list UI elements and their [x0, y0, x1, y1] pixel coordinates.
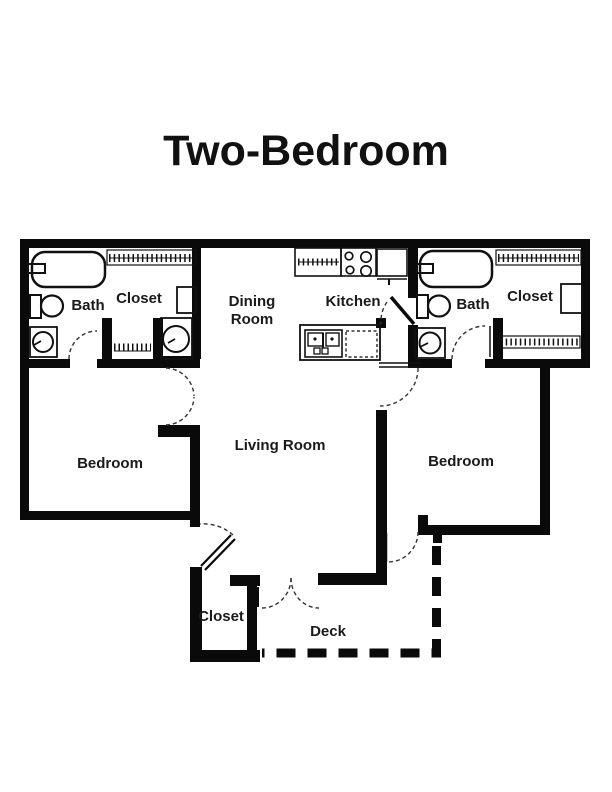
sink-left-icon: [29, 326, 58, 358]
shelf-left-icon: [176, 286, 197, 314]
deck-door-arc: [387, 531, 419, 563]
kitchen-door-leaf: [389, 295, 416, 326]
room-label-deck: Deck: [310, 623, 347, 640]
linen-niche-icon: [114, 343, 151, 352]
bath-left-door-arc: [68, 330, 98, 360]
entry-door-arc: [199, 523, 234, 536]
french-door-arc-left: [261, 577, 292, 609]
door-swing-arcs: [68, 301, 486, 609]
toilet-left-icon: [29, 294, 65, 319]
room-label-living-room: Living Room: [235, 437, 326, 454]
stove-icon: [340, 247, 377, 278]
room-label-closet-right: Closet: [507, 288, 553, 305]
dishwasher-icon: [345, 330, 378, 358]
bathtub-right-icon: [416, 249, 494, 289]
bath-right-door-arc: [451, 325, 486, 360]
closet-rod-right-bottom-icon: [498, 335, 581, 349]
room-label-bedroom-left: Bedroom: [77, 455, 143, 472]
door-leaves: [200, 295, 416, 607]
room-label-kitchen: Kitchen: [325, 293, 380, 310]
shelf-right-icon: [560, 283, 583, 314]
room-label-dining-line2: Room: [231, 311, 274, 328]
deck-boundary: [262, 546, 441, 658]
kitchen-sink-icon: [299, 324, 381, 361]
room-label-bath-left: Bath: [71, 297, 104, 314]
room-label-closet-left: Closet: [116, 290, 162, 307]
toilet-right-icon: [416, 294, 452, 319]
kitchen-door-arc: [380, 301, 388, 325]
bedroom-left-door-arc-bottom: [165, 396, 195, 426]
french-door-arc-right: [290, 577, 320, 609]
room-label-closet-entry: Closet: [198, 608, 244, 625]
room-labels: Bath Closet Dining Room Kitchen Bath Clo…: [71, 288, 553, 640]
room-label-bedroom-right: Bedroom: [428, 453, 494, 470]
closet-rod-left-icon: [106, 249, 197, 266]
bedroom-right-door-arc: [379, 367, 419, 407]
outer-walls: [20, 239, 590, 527]
bathtub-left-icon: [27, 250, 107, 289]
page-title: Two-Bedroom: [163, 127, 449, 175]
bedroom-left-door-arc-top: [165, 367, 195, 397]
room-label-bath-right: Bath: [456, 296, 489, 313]
interior-walls: [20, 246, 590, 662]
water-heater-icon: [160, 317, 193, 360]
cased-opening: [379, 362, 422, 368]
kitchen-counter-icon: [294, 247, 342, 277]
room-label-dining-line1: Dining: [229, 293, 276, 310]
entry-door-leaf: [200, 534, 236, 571]
refrigerator-icon: [376, 248, 408, 285]
closet-rod-right-top-icon: [495, 249, 582, 266]
sink-right-icon: [414, 327, 446, 359]
